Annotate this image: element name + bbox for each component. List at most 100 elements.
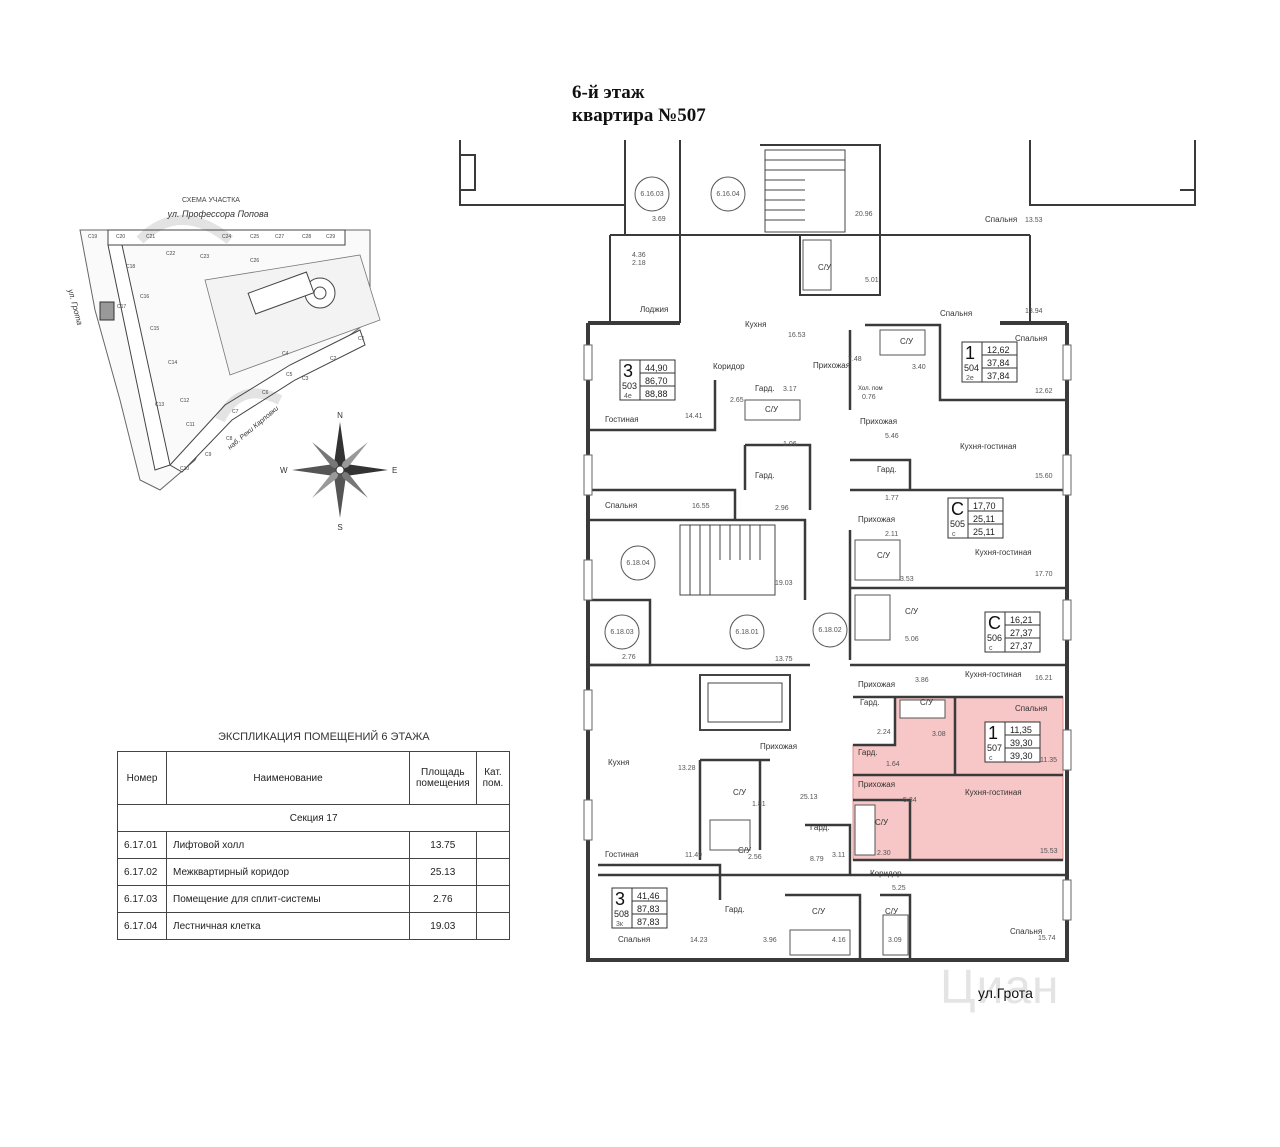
- svg-text:25.13: 25.13: [800, 794, 818, 801]
- section-label: С10: [180, 466, 189, 472]
- svg-text:39,30: 39,30: [1010, 751, 1033, 761]
- section-label: С21: [146, 234, 155, 240]
- section-label: С1: [358, 336, 365, 342]
- room-label: Гостиная: [605, 415, 639, 424]
- svg-text:3.53: 3.53: [900, 576, 914, 583]
- room-label: Кухня: [745, 320, 766, 329]
- svg-text:3.17: 3.17: [783, 386, 797, 393]
- section-label: С14: [168, 360, 177, 366]
- room-label: Кухня-гостиная: [965, 670, 1022, 679]
- room-label: Спальня: [1015, 334, 1047, 343]
- section-label: С26: [250, 258, 259, 264]
- svg-text:0.76: 0.76: [862, 394, 876, 401]
- svg-text:87,83: 87,83: [637, 917, 660, 927]
- svg-text:44,90: 44,90: [645, 363, 668, 373]
- svg-text:7.48: 7.48: [848, 356, 862, 363]
- apartment-508-info: 3 508 3к 41,46 87,83 87,83: [611, 887, 668, 929]
- section-label: С3: [302, 376, 309, 382]
- room-label: С/У: [765, 405, 779, 414]
- svg-text:6.18.02: 6.18.02: [818, 627, 841, 634]
- room-id-markers: 6.16.03 6.16.04 6.18.04 6.18.03 6.18.01 …: [604, 176, 848, 650]
- svg-text:13.75: 13.75: [775, 656, 793, 663]
- svg-text:506: 506: [987, 633, 1002, 643]
- room-label: Спальня: [618, 935, 650, 944]
- svg-text:13.53: 13.53: [1025, 217, 1043, 224]
- room-label: Гард.: [755, 384, 775, 393]
- section-label: С8: [226, 436, 233, 442]
- svg-text:15.74: 15.74: [1038, 935, 1056, 942]
- apartment-507-highlight: [852, 696, 1064, 861]
- svg-text:2.30: 2.30: [877, 850, 891, 857]
- explication-table: Номер Наименование Площадь помещения Кат…: [116, 751, 511, 940]
- svg-text:14.41: 14.41: [685, 413, 703, 420]
- section-label: С29: [326, 234, 335, 240]
- svg-text:N: N: [337, 411, 343, 420]
- explication-title: ЭКСПЛИКАЦИЯ ПОМЕЩЕНИЙ 6 ЭТАЖА: [218, 731, 430, 743]
- section-label: С12: [180, 398, 189, 404]
- room-label: Кухня-гостиная: [965, 788, 1022, 797]
- svg-text:16.21: 16.21: [1035, 675, 1053, 682]
- room-label: С/У: [877, 551, 891, 560]
- svg-text:5.25: 5.25: [892, 885, 906, 892]
- room-label: Прихожая: [858, 515, 895, 524]
- svg-text:W: W: [280, 466, 288, 475]
- svg-text:2.18: 2.18: [632, 260, 646, 267]
- compass-icon: N S E W: [280, 411, 397, 532]
- svg-text:6.18.04: 6.18.04: [626, 560, 649, 567]
- svg-text:4.16: 4.16: [832, 937, 846, 944]
- svg-text:19.03: 19.03: [775, 580, 793, 587]
- svg-text:37,84: 37,84: [987, 358, 1010, 368]
- apartment-503-info: 3 503 4e 44,90 86,70 88,88: [619, 359, 676, 401]
- svg-text:6.18.03: 6.18.03: [610, 629, 633, 636]
- floor-plan: 3 503 4e 44,90 86,70 88,88 1 504 2e 12,6…: [459, 140, 1196, 962]
- room-label: Гард.: [877, 465, 897, 474]
- svg-text:11.35: 11.35: [1040, 757, 1057, 764]
- svg-text:12,62: 12,62: [987, 345, 1010, 355]
- header-category: Кат. пом.: [475, 751, 511, 805]
- room-label: Гард.: [725, 905, 745, 914]
- apartment-507-info: 1 507 с 11,35 39,30 39,30: [984, 721, 1041, 763]
- svg-text:15.53: 15.53: [1040, 848, 1058, 855]
- svg-text:1: 1: [965, 343, 975, 363]
- svg-text:16.55: 16.55: [692, 503, 710, 510]
- floor-title: 6-й этаж: [572, 82, 645, 103]
- room-label: Хол. пом: [858, 386, 883, 392]
- section-label: С4: [282, 351, 289, 357]
- room-label: С/У: [733, 788, 747, 797]
- svg-text:8.79: 8.79: [810, 856, 824, 863]
- room-label: Прихожая: [813, 361, 850, 370]
- svg-text:505: 505: [950, 519, 965, 529]
- svg-text:3: 3: [615, 889, 625, 909]
- site-scheme: СХЕМА УЧАСТКА ул. Профессора Попова ул. …: [66, 197, 398, 532]
- svg-text:3.09: 3.09: [888, 937, 902, 944]
- room-label: Кухня-гостиная: [975, 548, 1032, 557]
- section-label: С16: [140, 294, 149, 300]
- room-label: Спальня: [940, 309, 972, 318]
- svg-text:3.69: 3.69: [652, 216, 666, 223]
- svg-text:5.34: 5.34: [903, 797, 917, 804]
- section-label: С9: [205, 452, 212, 458]
- svg-text:С: С: [951, 499, 964, 519]
- svg-text:88,88: 88,88: [645, 389, 668, 399]
- room-label: С/У: [900, 337, 914, 346]
- apartment-title: квартира №507: [572, 105, 706, 126]
- room-label: Спальня: [985, 215, 1017, 224]
- svg-text:20.96: 20.96: [855, 211, 873, 218]
- room-label: Коридор: [713, 362, 745, 371]
- room-label: Лоджия: [640, 305, 668, 314]
- svg-text:507: 507: [987, 743, 1002, 753]
- apartment-506-info: С 506 с 16,21 27,37 27,37: [984, 611, 1041, 653]
- room-label: Гард.: [860, 698, 880, 707]
- room-label: Прихожая: [760, 742, 797, 751]
- svg-text:17.70: 17.70: [1035, 571, 1053, 578]
- svg-text:с: с: [989, 755, 993, 762]
- apartment-505-info: С 505 с 17,70 25,11 25,11: [947, 497, 1004, 539]
- room-label: С/У: [818, 263, 832, 272]
- section-label: С15: [150, 326, 159, 332]
- svg-text:с: с: [989, 645, 993, 652]
- section-label: С11: [186, 422, 195, 428]
- svg-text:503: 503: [622, 381, 637, 391]
- room-label: С/У: [920, 698, 934, 707]
- header-number: Номер: [117, 751, 167, 805]
- svg-text:39,30: 39,30: [1010, 738, 1033, 748]
